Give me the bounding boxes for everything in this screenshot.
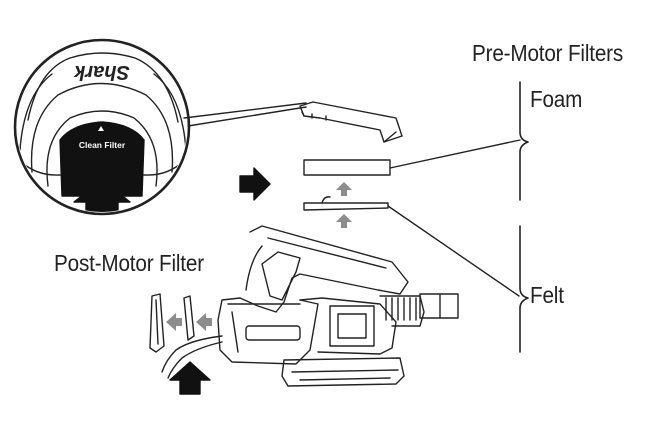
arrow-up-icon — [336, 214, 352, 228]
post-motor-filter-label: Post-Motor Filter — [54, 250, 204, 276]
leader-line-cover — [183, 102, 307, 119]
post-motor-filter — [149, 293, 195, 353]
bracket-foam — [519, 81, 529, 201]
arrow-up-icon — [336, 182, 352, 196]
clean-filter-label: Clean Filter — [79, 140, 126, 150]
bracket-felt — [519, 225, 529, 353]
filter-cover — [299, 101, 403, 143]
arrow-up-icon — [169, 361, 211, 395]
foam-label: Foam — [530, 86, 583, 112]
arrow-left-icon — [166, 313, 182, 331]
felt-label: Felt — [530, 282, 564, 308]
arrow-right-icon — [239, 167, 271, 201]
felt-filter — [303, 196, 389, 211]
pre-motor-filters-heading: Pre-Motor Filters — [472, 40, 624, 66]
leader-line-foam — [389, 139, 521, 169]
triangle-up-icon — [98, 126, 104, 131]
arrow-left-icon — [196, 313, 212, 331]
vacuum-body — [161, 225, 459, 387]
brand-logo: Shark — [73, 61, 129, 83]
inset-magnifier — [13, 38, 191, 216]
foam-filter — [303, 159, 391, 176]
leader-line-felt — [387, 205, 520, 297]
